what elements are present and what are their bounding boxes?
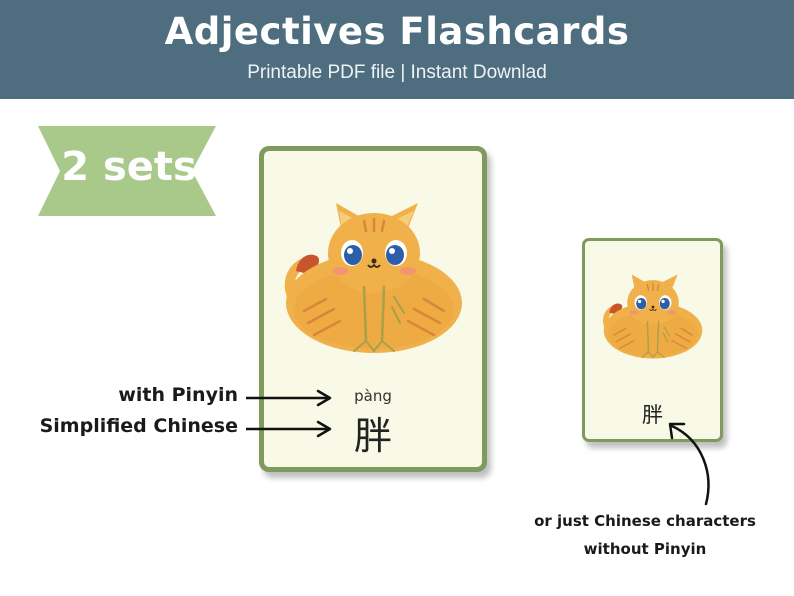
page-subtitle: Printable PDF file | Instant Downlad [247, 62, 547, 83]
card-hanzi: 胖 [353, 414, 392, 458]
simplified-chinese-label: Simplified Chinese [39, 415, 238, 437]
card-hanzi-small: 胖 [642, 403, 663, 427]
arrow-right-icon [246, 389, 332, 407]
flashcard-characters-only: 胖 [582, 238, 723, 442]
arrow-right-icon [246, 420, 332, 438]
flashcard-with-pinyin: pàng 胖 [259, 146, 487, 472]
page-title: Adjectives Flashcards [164, 10, 630, 53]
fat-cat-illustration [284, 203, 462, 353]
sets-ribbon-badge: 2 sets [38, 126, 216, 216]
fat-cat-illustration-small [603, 274, 703, 359]
note-line-1: or just Chinese characters [534, 512, 756, 530]
header-banner: Adjectives Flashcards Printable PDF file… [0, 0, 794, 99]
curved-arrow-icon [668, 422, 710, 506]
card-pinyin: pàng [354, 387, 392, 405]
with-pinyin-label: with Pinyin [118, 384, 238, 406]
note-line-2: without Pinyin [583, 540, 707, 558]
sets-label: 2 sets [61, 144, 197, 190]
characters-only-note: or just Chinese characters without Pinyi… [520, 507, 770, 563]
ribbon-shape [38, 126, 216, 216]
